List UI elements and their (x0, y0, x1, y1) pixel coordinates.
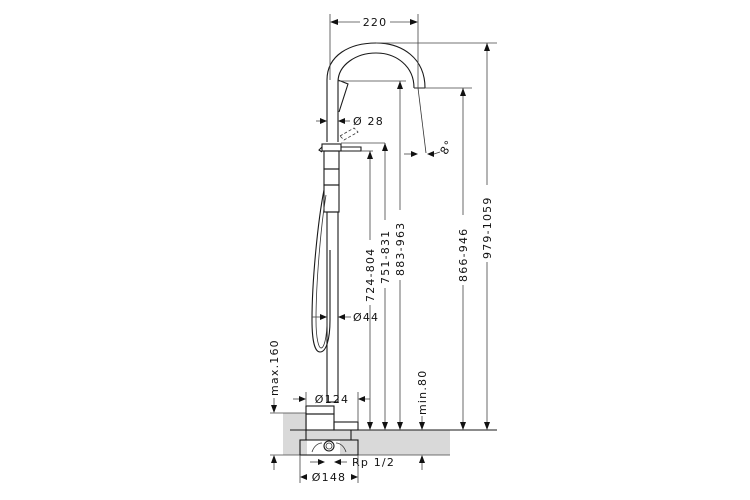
dim-handle-height: 724-804 (364, 151, 377, 430)
dim-label-d148: Ø148 (312, 471, 346, 484)
dim-base-diameter: Ø124 (293, 392, 370, 422)
dim-label-rp12: Rp 1/2 (352, 456, 395, 469)
dim-label-724-804: 724-804 (364, 248, 377, 302)
dim-label-979-1059: 979-1059 (481, 196, 494, 259)
dim-spout-angle: 8° (404, 137, 456, 157)
dim-spout-projection: 220 (329, 14, 419, 88)
dim-max-depth: max.160 (268, 339, 281, 470)
dim-box-diameter: Ø148 (299, 455, 359, 484)
dim-label-d124: Ø124 (315, 393, 349, 406)
dim-label-min80: min.80 (416, 370, 429, 415)
dim-spout-outlet-height: 866-946 (457, 88, 470, 430)
mixer-body (299, 42, 427, 456)
dim-label-751-831: 751-831 (379, 230, 392, 284)
dim-holder-height: 751-831 (379, 143, 392, 430)
dim-connection-thread: Rp 1/2 (310, 456, 395, 469)
dim-spout-inner-height: 883-963 (394, 81, 407, 430)
dim-label-d44: Ø44 (353, 311, 379, 324)
dim-total-height: 979-1059 (481, 43, 494, 430)
dim-label-d28: Ø 28 (353, 115, 384, 128)
dim-label-8deg: 8° (438, 137, 457, 156)
dim-min-depth: min.80 (416, 370, 429, 470)
dim-label-866-946: 866-946 (457, 228, 470, 282)
dim-label-883-963: 883-963 (394, 222, 407, 276)
dim-label-220: 220 (363, 16, 388, 29)
dim-spout-diameter: Ø 28 (316, 115, 384, 128)
dim-label-max160: max.160 (268, 339, 281, 396)
dim-body-diameter: Ø44 (312, 311, 379, 324)
